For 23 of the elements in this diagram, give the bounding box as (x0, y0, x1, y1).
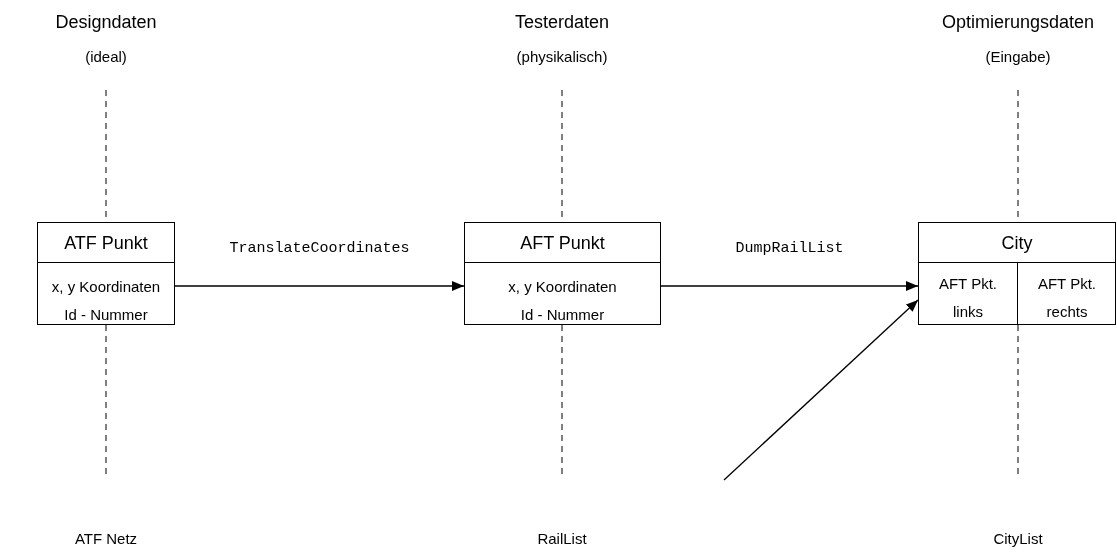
cell-text: AFT Pkt. links (937, 274, 999, 322)
column-heading: Optimierungsdaten (941, 12, 1095, 33)
box-text: x, y Koordinaten Id - Nummer (50, 277, 162, 325)
entity-box (464, 222, 661, 325)
column-footer: CityList (993, 530, 1043, 547)
column-subtitle: (Eingabe) (985, 48, 1051, 65)
edge-label: DumpRailList (735, 240, 844, 257)
column-heading: Testerdaten (514, 12, 610, 33)
arrow (660, 281, 919, 291)
box-title: City (919, 223, 1115, 263)
column-footer: RailList (537, 530, 587, 547)
entity-box (918, 222, 1116, 325)
box-title: ATF Punkt (38, 223, 174, 263)
cell-text: AFT Pkt. rechts (1036, 274, 1098, 322)
column-heading: Designdaten (55, 12, 157, 33)
arrow (174, 281, 465, 291)
column-subtitle: (physikalisch) (516, 48, 608, 65)
arrow (723, 299, 919, 481)
entity-box (37, 222, 175, 325)
column-subtitle: (ideal) (85, 48, 127, 65)
box-text: x, y Koordinaten Id - Nummer (507, 277, 618, 325)
column-footer: ATF Netz (74, 530, 138, 547)
box-title: AFT Punkt (465, 223, 660, 263)
